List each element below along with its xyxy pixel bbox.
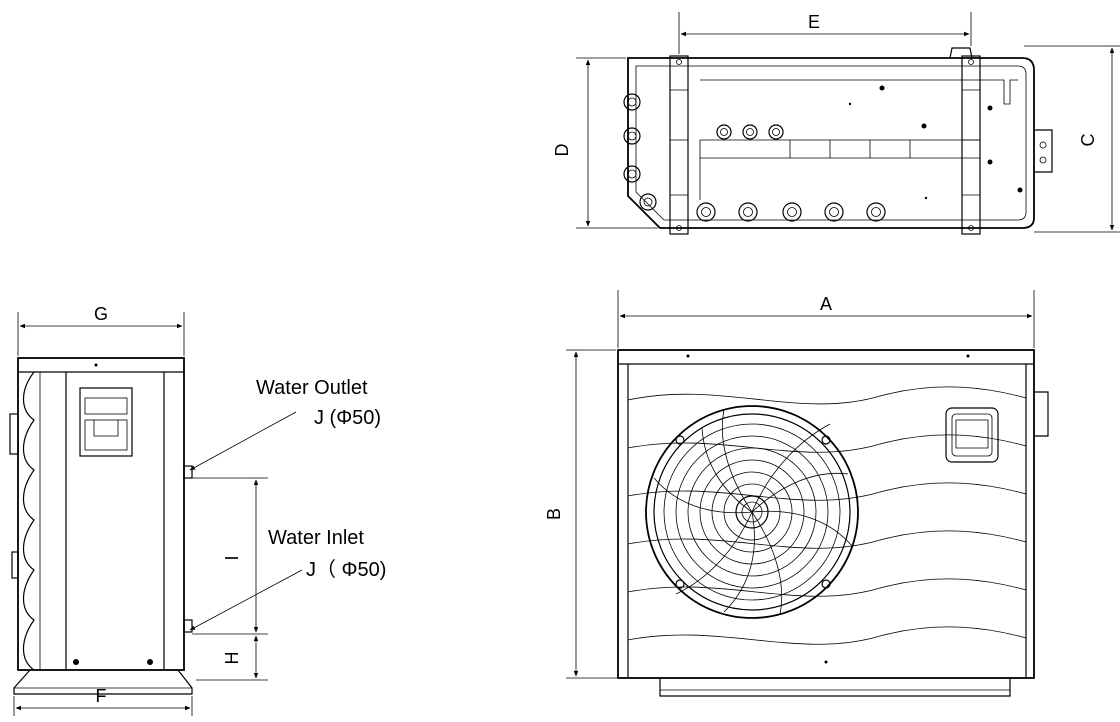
dimension-label-b: B bbox=[544, 508, 564, 520]
water-inlet-spec: J（ Φ50) bbox=[306, 558, 386, 581]
dimension-label-c: C bbox=[1078, 134, 1098, 147]
water-outlet-spec: J (Φ50) bbox=[314, 407, 381, 429]
top-view: E D C bbox=[552, 12, 1120, 235]
water-inlet-label: Water Inlet bbox=[268, 527, 364, 549]
dimension-label-d: D bbox=[552, 144, 572, 157]
dimension-label-e: E bbox=[808, 12, 820, 32]
dimension-label-h: H bbox=[222, 652, 242, 665]
dimension-label-a: A bbox=[820, 294, 832, 314]
water-outlet-label: Water Outlet bbox=[256, 377, 368, 399]
dimension-label-f: F bbox=[96, 686, 107, 706]
fan-blades-icon bbox=[653, 409, 853, 615]
dimension-label-i: I bbox=[222, 555, 242, 560]
front-view: A B bbox=[544, 290, 1049, 697]
dimension-label-g: G bbox=[94, 304, 108, 324]
side-view: G F I H Water Outlet J (Φ50) Water Inlet… bbox=[9, 304, 386, 716]
